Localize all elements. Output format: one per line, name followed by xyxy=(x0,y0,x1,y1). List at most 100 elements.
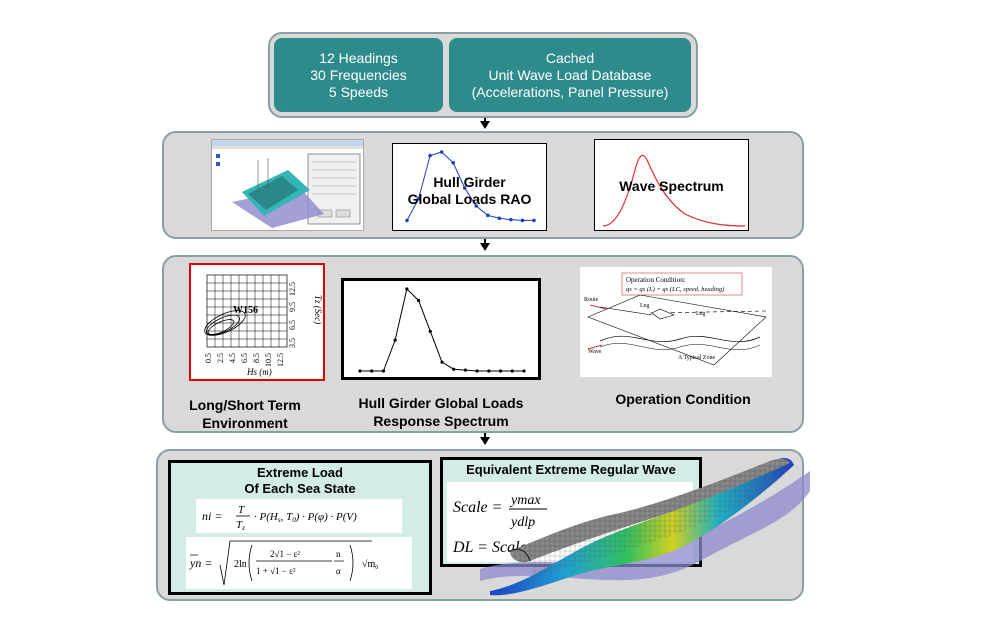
data-point xyxy=(370,369,374,373)
data-point xyxy=(509,217,513,222)
formula-ydlp: ydlp xyxy=(509,515,535,530)
env-label-line-1: Long/Short Term xyxy=(189,397,301,413)
hull-3d-render xyxy=(480,458,810,596)
env-label-line-2: Environment xyxy=(202,415,288,431)
rao-label-line-2: Global Loads RAO xyxy=(407,191,532,207)
x-tick-label: 0.5 xyxy=(204,353,213,363)
data-point xyxy=(462,186,467,190)
environment-label: Long/Short Term Environment xyxy=(180,396,310,432)
wave-spectrum-label: Wave Spectrum xyxy=(619,178,724,194)
data-point xyxy=(486,213,490,218)
x-tick-label: 4.5 xyxy=(228,353,237,363)
data-point xyxy=(405,218,409,223)
formula-dl: DL = Scale xyxy=(452,539,527,556)
svg-text:n: n xyxy=(336,549,341,559)
y-tick-label: 3.5 xyxy=(288,338,297,348)
headings-box: 12 Headings 30 Frequencies 5 Speeds xyxy=(274,38,443,112)
rao-chart-svg xyxy=(405,150,536,223)
arrow-stem-2 xyxy=(484,239,486,243)
data-point xyxy=(405,287,409,291)
svg-text:1 + √1 − ε²: 1 + √1 − ε² xyxy=(256,566,296,576)
data-point xyxy=(439,150,444,154)
data-point xyxy=(463,368,468,372)
arrow-down-icon xyxy=(480,437,490,445)
headings-line: 12 Headings xyxy=(319,49,398,66)
response-spectrum-chart xyxy=(341,278,541,380)
data-point xyxy=(474,204,479,208)
response-spectrum-label: Hull Girder Global Loads Response Spectr… xyxy=(346,394,536,430)
op-leg-2: Leg xyxy=(696,311,705,317)
formula-ymax: ymax xyxy=(509,493,541,508)
scatter-x-label: Hs (m) xyxy=(246,367,272,377)
scatter-y-label: Tz (Sec) xyxy=(313,295,323,324)
arrow-stem-1 xyxy=(484,118,486,122)
data-point xyxy=(532,218,536,223)
count-formula: ni = T Tz · P(Hs, T0) · P(φ) · P(V) xyxy=(196,499,402,533)
formula-y: yn = xyxy=(189,556,212,570)
svg-text:√m0: √m0 xyxy=(362,559,378,571)
svg-text:2ln: 2ln xyxy=(234,559,247,570)
data-point xyxy=(428,329,432,333)
op-route: Route xyxy=(584,297,599,303)
extreme-value-formula: yn = 2ln 2√1 − ε² 1 + √1 − ε² n α √m0 xyxy=(186,537,412,589)
data-point xyxy=(358,369,362,373)
x-tick-label: 6.5 xyxy=(240,353,249,363)
resp-label-line-2: Response Spectrum xyxy=(373,413,509,429)
wave-spectrum-curve xyxy=(602,154,746,227)
formula-n: ni = xyxy=(202,509,222,523)
rao-chart xyxy=(392,143,547,231)
hydro-software-thumbnail xyxy=(211,139,364,231)
x-tick-label: 2.5 xyxy=(216,353,225,363)
y-tick-label: 6.5 xyxy=(288,320,297,330)
y-tick-label: 12.5 xyxy=(288,282,297,296)
y-tick-label: 9.5 xyxy=(288,302,297,312)
resp-label-line-1: Hull Girder Global Loads xyxy=(358,395,524,411)
frequencies-line: 30 Frequencies xyxy=(310,66,407,83)
data-point xyxy=(452,367,456,371)
op-leg: Leg xyxy=(640,303,649,309)
database-box: Cached Unit Wave Load Database (Accelera… xyxy=(449,38,691,112)
op-formula: qs = qs (L) = qs (LC, speed, heading) xyxy=(626,286,724,293)
data-point xyxy=(440,360,444,364)
data-point xyxy=(510,369,514,373)
arrow-down-icon xyxy=(480,243,490,251)
series-line xyxy=(360,288,524,372)
svg-text:· P(Hs, T0) · P(φ) · P(V): · P(Hs, T0) · P(φ) · P(V) xyxy=(254,511,357,524)
data-point xyxy=(522,369,526,373)
extreme-title-line-2: Of Each Sea State xyxy=(244,481,356,496)
x-tick-label: 10.5 xyxy=(264,353,273,367)
rao-label-line-1: Hull Girder xyxy=(433,174,506,190)
equivalent-wave-title: Equivalent Extreme Regular Wave xyxy=(466,462,676,477)
operation-condition-label: Operation Condition xyxy=(615,391,751,407)
x-tick-label: 8.5 xyxy=(252,353,261,363)
svg-text:α: α xyxy=(336,566,341,576)
arrow-stem-3 xyxy=(484,433,486,437)
data-point xyxy=(497,216,502,221)
data-point xyxy=(487,369,491,373)
svg-text:2√1 − ε²: 2√1 − ε² xyxy=(270,549,300,559)
scatter-marker: W156 xyxy=(233,305,258,316)
data-point xyxy=(475,369,479,373)
response-spectrum-svg xyxy=(358,287,526,373)
series-line xyxy=(406,151,534,221)
database-line: Unit Wave Load Database xyxy=(488,66,652,83)
speeds-line: 5 Speeds xyxy=(328,83,389,100)
data-point xyxy=(520,218,525,223)
operation-condition-diagram: Operation Condition: qs = qs (L) = qs (L… xyxy=(580,267,772,377)
cached-line: Cached xyxy=(545,49,595,66)
extreme-load-title: Extreme Load Of Each Sea State xyxy=(168,465,432,497)
data-point xyxy=(393,338,397,342)
x-tick-label: 12.5 xyxy=(276,353,285,367)
svg-text:T: T xyxy=(238,504,245,516)
wave-spectrum-chart xyxy=(594,139,749,231)
op-zone: A Typical Zone xyxy=(678,355,715,361)
formula-scale: Scale = xyxy=(453,499,502,516)
data-point xyxy=(416,197,421,201)
data-point xyxy=(416,298,421,303)
data-point xyxy=(428,153,432,158)
arrow-down-icon xyxy=(480,121,490,129)
accel-line: (Accelerations, Panel Pressure) xyxy=(471,83,669,100)
data-point xyxy=(451,161,455,165)
op-wave: Wave xyxy=(588,349,602,355)
